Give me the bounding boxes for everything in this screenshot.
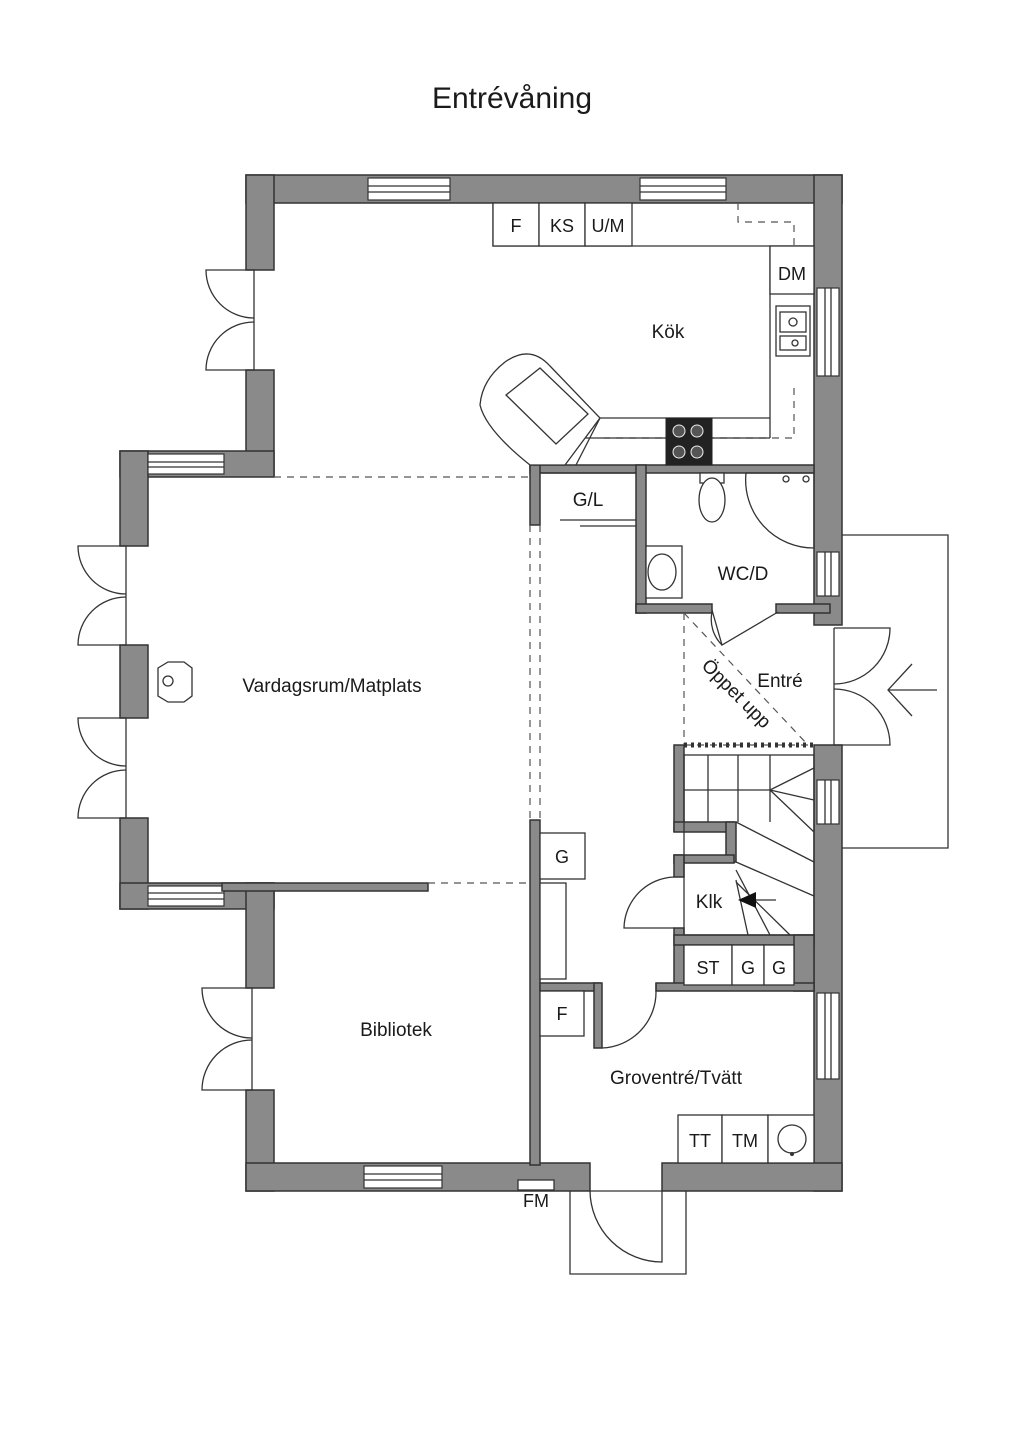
label-fm: FM [523,1191,549,1211]
freezer-box [538,202,586,247]
label-g2: G [772,958,786,978]
entrance-arrow-icon [887,663,937,717]
room-label-vardagsrum: Vardagsrum/Matplats [242,676,421,697]
room-label-groventre: Groventré/Tvätt [610,1068,743,1089]
stair-arrow-icon [738,892,756,908]
label-tm: TM [732,1131,758,1151]
label-f-groventre: F [557,1004,568,1024]
label-ks: KS [550,216,574,236]
f-box [539,990,585,1037]
room-label-kok: Kök [652,322,685,343]
room-label-klk: Klk [696,892,723,913]
shower-icon [744,472,815,549]
wc-fixtures [540,472,815,646]
label-tt: TT [689,1131,711,1151]
oven-box [584,202,633,247]
annotation-oppet-upp: Öppet upp [697,655,775,733]
label-st: ST [696,958,719,978]
dishwasher-box [769,245,815,295]
g1-box [731,944,765,986]
room-label-gl: G/L [573,490,604,511]
label-g1: G [741,958,755,978]
interior-walls [221,464,831,1166]
fireplace [157,661,193,703]
fm-box [517,1179,555,1191]
wardrobe-box [539,832,586,880]
tm-box [721,1114,769,1164]
toilet-icon [698,477,726,523]
label-um: U/M [592,216,625,236]
label-g-hall: G [555,847,569,867]
g2-box [763,944,795,986]
stairs [623,742,815,936]
stove-icon [665,417,713,466]
fireplace-icon [157,661,193,703]
label-f-kitchen: F [511,216,522,236]
bench-box [539,882,567,980]
plan-title: Entrévåning [432,82,592,115]
room-label-entre: Entré [757,671,802,692]
laundry-sink-icon [767,1114,815,1164]
hall-fixtures [539,832,795,1049]
open-boundaries [274,203,814,884]
kitchen [479,202,815,466]
laundry-fixtures [517,990,815,1191]
tt-box [677,1114,723,1164]
windows [147,177,840,1189]
room-label-wc: WC/D [718,564,769,585]
label-dm: DM [778,264,806,284]
kitchen-island [479,353,601,466]
room-label-bibliotek: Bibliotek [360,1020,432,1041]
st-box [683,944,733,986]
exterior-doors [77,269,949,1275]
